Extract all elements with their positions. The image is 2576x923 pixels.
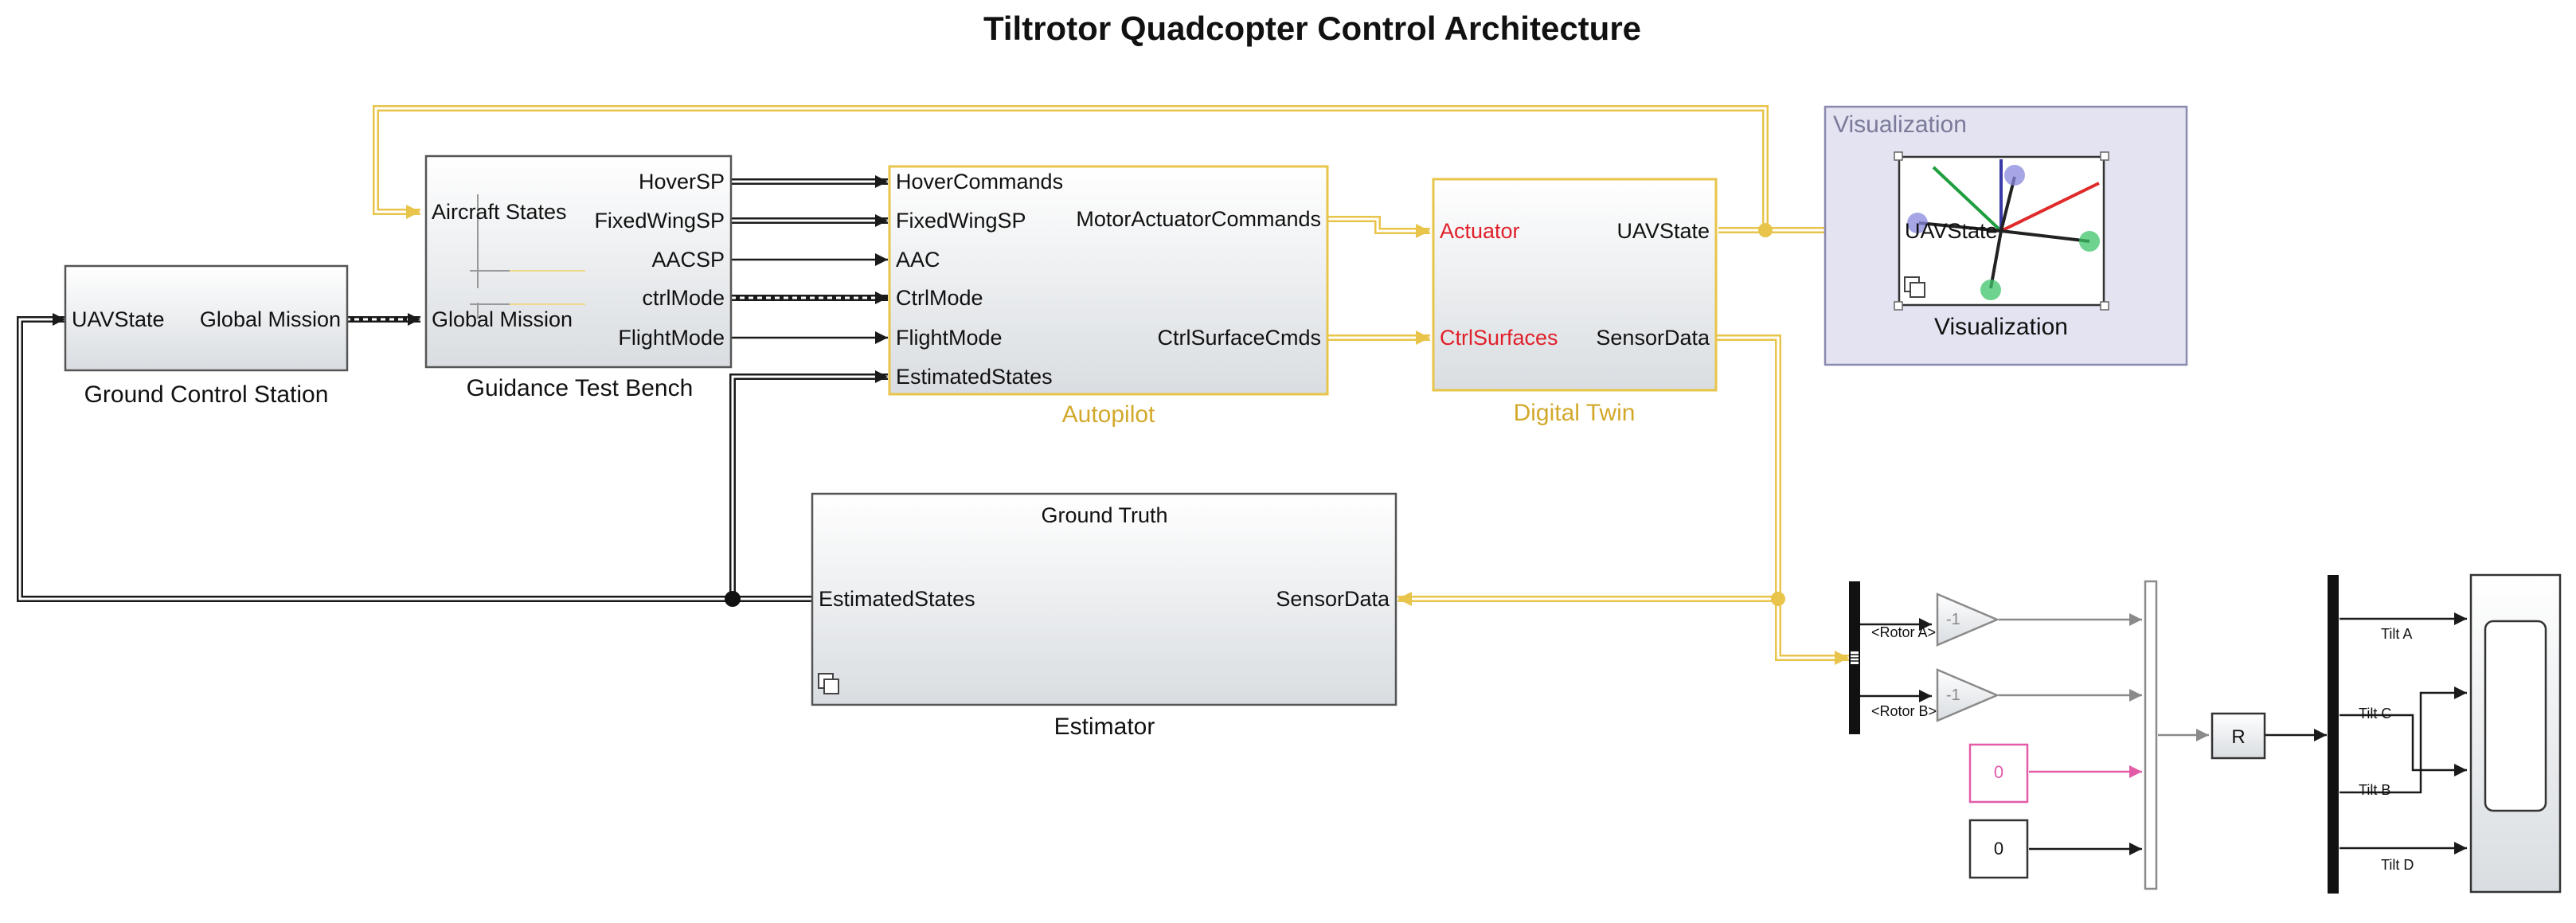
wire-estimated-to-gcs <box>18 313 812 600</box>
subsystem-icon <box>1904 276 1925 298</box>
branch-point <box>725 591 741 607</box>
gain-block-rotor-b[interactable]: -1 <box>1936 668 2000 722</box>
bus-selector-block[interactable] <box>1849 581 1860 734</box>
gtb-port-global-mission: Global Mission <box>432 307 573 331</box>
scope-block[interactable] <box>2469 573 2562 894</box>
twin-port-sensordata: SensorData <box>1596 326 1710 350</box>
estimator-header: Ground Truth <box>1041 503 1167 527</box>
visualization-block[interactable]: UAVState <box>1894 151 2109 311</box>
gtb-caption: Guidance Test Bench <box>467 375 694 401</box>
autopilot-port-motoractuatorcommands: MotorActuatorCommands <box>1076 207 1321 231</box>
wire-motor-to-actuator <box>1328 217 1430 238</box>
guidance-test-bench-block[interactable]: Aircraft States Global Mission HoverSP F… <box>424 154 733 369</box>
gain-value-a: -1 <box>1946 611 1960 628</box>
gtb-port-fixedwingsp: FixedWingSP <box>594 209 725 233</box>
signal-label-rotor-a: <Rotor A> <box>1871 624 1936 640</box>
autopilot-port-estimatedstates: EstimatedStates <box>896 365 1053 389</box>
visualization-caption: Visualization <box>1934 314 2068 340</box>
wire-sensordata-to-demux <box>1716 336 1849 665</box>
gtb-port-ctrlmode: ctrlMode <box>642 286 725 310</box>
gcs-port-global-mission: Global Mission <box>200 307 341 331</box>
autopilot-port-hovercommands: HoverCommands <box>896 170 1063 194</box>
autopilot-caption: Autopilot <box>1062 401 1155 428</box>
estimator-caption: Estimator <box>1054 714 1155 740</box>
diagram-title: Tiltrotor Quadcopter Control Architectur… <box>983 10 1641 47</box>
twin-port-actuator: Actuator <box>1440 219 1520 243</box>
autopilot-port-aac: AAC <box>896 248 940 272</box>
wire-estimated-to-autopilot <box>731 370 888 599</box>
signal-label-tilt-c: Tilt C <box>2359 706 2391 722</box>
estimator-port-sensordata: SensorData <box>1276 587 1390 611</box>
gtb-port-flightmode: FlightMode <box>618 326 725 350</box>
gain-value-b: -1 <box>1946 686 1960 704</box>
visualization-area-label: Visualization <box>1833 111 1967 138</box>
gtb-port-aircraft-states: Aircraft States <box>432 200 567 224</box>
gain-block-rotor-a[interactable]: -1 <box>1936 593 2000 647</box>
mux-block[interactable] <box>2144 580 2158 890</box>
ground-control-station-block[interactable]: UAVState Global Mission <box>64 264 349 372</box>
gtb-port-aacsp: AACSP <box>651 248 725 272</box>
gtb-port-hoversp: HoverSP <box>639 170 725 194</box>
twin-caption: Digital Twin <box>1514 400 1636 426</box>
estimator-block[interactable]: Ground Truth EstimatedStates SensorData <box>811 492 1397 706</box>
wire-tilt-c <box>2340 714 2467 776</box>
branch-point <box>1771 592 1785 606</box>
gcs-caption: Ground Control Station <box>84 381 329 408</box>
constant-value-pink: 0 <box>1994 762 2003 782</box>
branch-point <box>1758 223 1773 237</box>
rate-transition-block[interactable]: R <box>2211 712 2266 760</box>
constant-block-black[interactable]: 0 <box>1968 819 2029 879</box>
signal-label-rotor-b: <Rotor B> <box>1871 703 1937 719</box>
viz-port-uavstate: UAVState <box>1905 219 1998 243</box>
gcs-port-uavstate: UAVState <box>72 307 165 331</box>
autopilot-port-ctrlsurfacecmds: CtrlSurfaceCmds <box>1157 326 1321 350</box>
digital-twin-block[interactable]: Actuator CtrlSurfaces UAVState SensorDat… <box>1432 178 1718 392</box>
demux-block[interactable] <box>2328 575 2339 894</box>
constant-value-black: 0 <box>1994 839 2003 858</box>
scope-icon <box>2484 620 2547 812</box>
twin-port-uavstate: UAVState <box>1616 219 1710 243</box>
signal-label-tilt-b: Tilt B <box>2359 782 2390 798</box>
constant-block-pink[interactable]: 0 <box>1968 743 2029 804</box>
signal-label-tilt-a: Tilt A <box>2381 626 2412 642</box>
signal-label-tilt-d: Tilt D <box>2381 857 2414 873</box>
subsystem-icon <box>818 673 839 694</box>
quadcopter-axes-icon <box>1907 159 2100 300</box>
wire-tilt-b <box>2340 686 2467 794</box>
autopilot-port-fixedwingsp: FixedWingSP <box>896 209 1026 233</box>
wire-uavstate-feedback <box>374 107 1767 230</box>
autopilot-port-ctrlmode: CtrlMode <box>896 286 983 310</box>
estimator-port-estimatedstates: EstimatedStates <box>819 587 975 611</box>
rate-transition-label: R <box>2231 726 2245 748</box>
autopilot-port-flightmode: FlightMode <box>896 326 1003 350</box>
autopilot-block[interactable]: HoverCommands FixedWingSP AAC CtrlMode F… <box>888 165 1329 396</box>
twin-port-ctrlsurfaces: CtrlSurfaces <box>1440 326 1558 350</box>
subsystem-hint <box>470 194 510 319</box>
